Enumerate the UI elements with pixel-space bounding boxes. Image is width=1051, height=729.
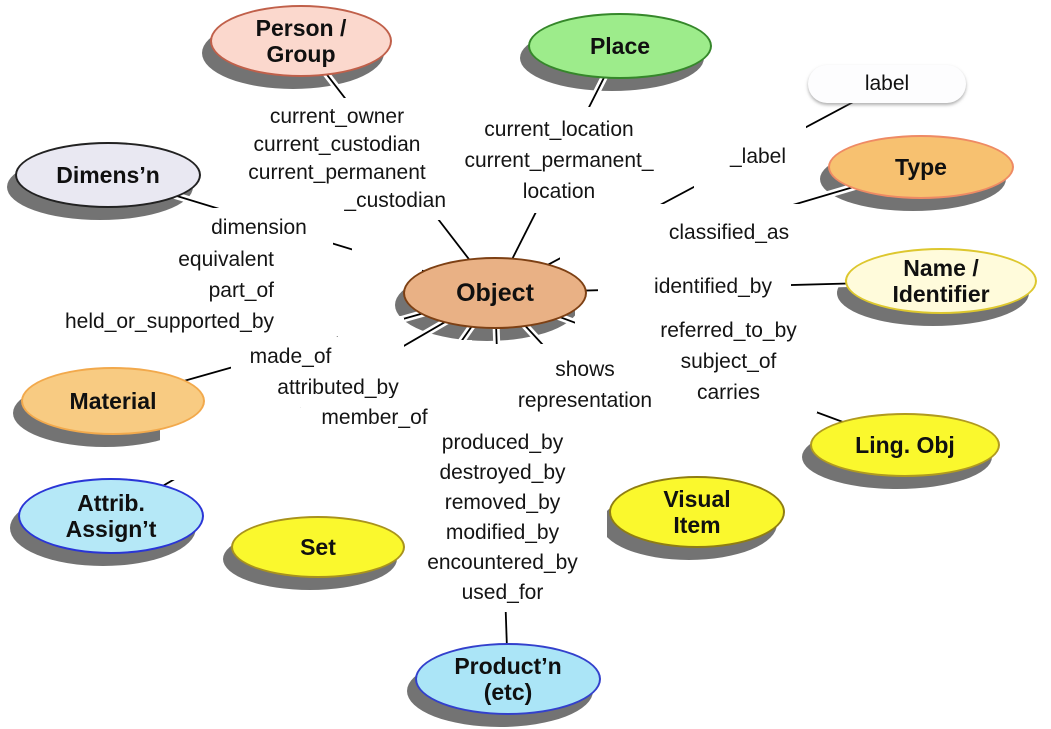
property-label: referred_to_by <box>660 319 797 342</box>
property-box-equivalent: equivalent part_of held_or_supported_by <box>28 240 330 341</box>
property-box-member-of: member_of <box>306 398 443 437</box>
property-label: used_for <box>461 581 544 604</box>
property-label: dimension <box>211 215 307 239</box>
property-label: part_of <box>208 279 274 302</box>
literal-label: label <box>864 72 910 95</box>
property-box-label-property: _label <box>694 124 806 189</box>
class-node-label: Name / <box>903 255 979 281</box>
class-node-name-identifier: Name /Identifier <box>845 248 1037 314</box>
class-node-linguistic-object: Ling. Obj <box>810 413 1000 477</box>
class-node-label: Dimens’n <box>56 162 160 188</box>
property-label: current_location <box>484 117 634 141</box>
class-node-type: Type <box>828 135 1014 199</box>
class-node-dimension-node: Dimens’n <box>15 142 201 208</box>
property-box-classified-as: classified_as <box>648 204 810 260</box>
class-node-attribute-assignment: Attrib.Assign’t <box>18 478 204 554</box>
property-label: attributed_by <box>277 375 399 399</box>
line-mask-10 <box>605 415 671 483</box>
property-label: current_permanent <box>248 161 426 184</box>
line-mask-4 <box>352 230 422 280</box>
property-label: identified_by <box>654 274 772 298</box>
class-node-label: Group <box>266 41 336 67</box>
property-label: representation <box>517 389 653 412</box>
property-label: _label <box>729 145 787 168</box>
class-node-person-group: Person /Group <box>210 5 392 77</box>
line-mask-8 <box>338 316 402 340</box>
property-label: subject_of <box>680 350 777 373</box>
property-label: held_or_supported_by <box>65 310 274 333</box>
property-label: location <box>522 179 596 203</box>
class-node-label: Ling. Obj <box>855 432 955 458</box>
property-label: shows <box>555 358 615 381</box>
class-node-label: Place <box>589 33 651 59</box>
property-label: encountered_by <box>427 551 578 574</box>
class-node-production: Product’n(etc) <box>415 643 601 715</box>
class-node-label: Visual <box>663 486 731 512</box>
property-box-current-owner: current_owner current_custodian current_pe… <box>228 98 454 220</box>
property-label: member_of <box>321 406 428 429</box>
property-box-dimension-property: dimension <box>193 208 333 246</box>
class-node-label: Identifier <box>892 281 990 307</box>
property-label: current_owner <box>269 105 405 128</box>
class-node-label: Material <box>69 388 157 414</box>
class-node-label: Type <box>895 154 947 180</box>
class-node-label: Object <box>456 279 534 307</box>
class-node-place: Place <box>528 13 712 79</box>
class-node-label: (etc) <box>483 679 533 705</box>
line-mask-5 <box>336 436 420 524</box>
property-label: modified_by <box>445 521 560 544</box>
class-node-label: Set <box>300 534 336 560</box>
property-box-shows: shows representation <box>500 352 670 418</box>
property-label: carries <box>696 381 760 404</box>
class-node-material: Material <box>21 367 205 435</box>
property-box-identified-by: identified_by <box>635 263 791 309</box>
class-node-label: Person / <box>255 15 347 41</box>
property-label: removed_by <box>444 491 561 514</box>
class-node-label: Item <box>673 512 721 538</box>
line-mask-3 <box>575 300 617 352</box>
class-node-label: Assign’t <box>65 516 157 542</box>
property-box-current-location: current_location current_permanent_locati… <box>452 107 658 213</box>
property-label: _custodian <box>344 189 446 212</box>
property-label: current_permanent_ <box>464 148 654 172</box>
property-label: equivalent <box>178 248 274 271</box>
property-label: destroyed_by <box>439 461 566 484</box>
class-node-label: Attrib. <box>77 490 145 516</box>
property-label: classified_as <box>668 220 790 244</box>
class-node-object: Object <box>403 257 587 329</box>
class-node-label: Product’n <box>454 653 562 679</box>
property-label: current_custodian <box>253 133 421 156</box>
property-label: made_of <box>249 345 332 368</box>
class-node-set: Set <box>231 516 405 578</box>
literal-node-label-pill: label <box>808 65 966 103</box>
property-label: produced_by <box>441 431 564 454</box>
